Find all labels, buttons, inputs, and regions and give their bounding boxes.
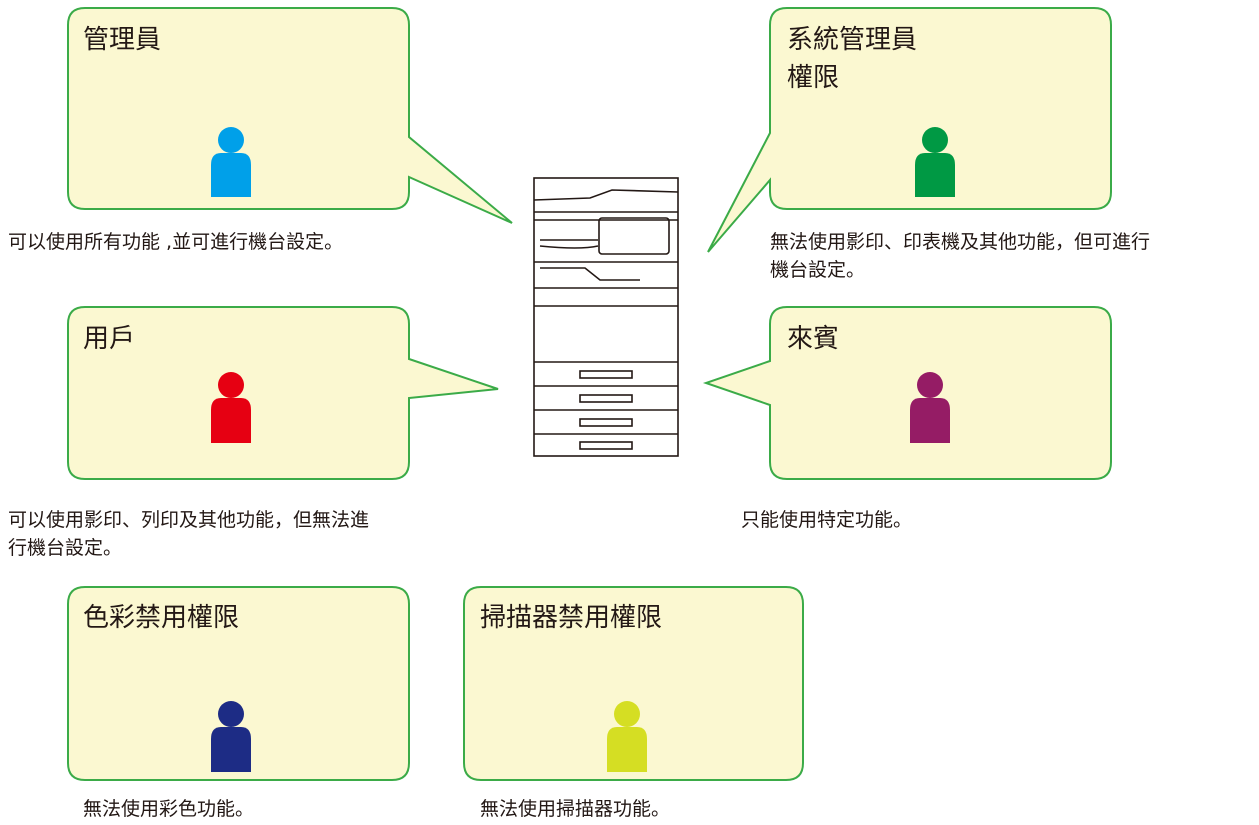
role-title-line: 用戶 xyxy=(83,324,136,354)
role-box-color-disabled xyxy=(67,586,410,781)
person-icon xyxy=(211,372,251,443)
role-description: 可以使用所有功能 ,並可進行機台設定。 xyxy=(8,228,343,256)
description-line: 機台設定。 xyxy=(770,259,866,281)
role-title: 用戶 xyxy=(83,320,135,358)
description-line: 無法使用彩色功能。 xyxy=(83,798,255,820)
description-line: 只能使用特定功能。 xyxy=(741,509,913,531)
role-title-line: 權限 xyxy=(787,63,840,93)
role-description: 只能使用特定功能。 xyxy=(741,506,912,534)
role-title-line: 來賓 xyxy=(787,324,840,354)
printer-icon xyxy=(533,177,679,457)
role-title-line: 色彩禁用權限 xyxy=(83,603,240,633)
role-box-admin xyxy=(67,7,513,224)
role-title: 色彩禁用權限 xyxy=(83,599,239,637)
person-icon xyxy=(607,701,647,772)
role-description: 無法使用掃描器功能。 xyxy=(480,795,670,823)
role-title: 掃描器禁用權限 xyxy=(480,599,662,637)
person-icon xyxy=(211,701,251,772)
role-title-line: 掃描器禁用權限 xyxy=(480,603,663,633)
description-line: 無法使用掃描器功能。 xyxy=(480,798,671,820)
description-line: 無法使用影印、印表機及其他功能，但可進行 xyxy=(770,231,1151,253)
role-title: 系統管理員 權限 xyxy=(787,21,917,97)
role-title: 管理員 xyxy=(83,21,161,59)
description-line: 可以使用影印、列印及其他功能，但無法進 xyxy=(8,509,370,531)
role-description: 可以使用影印、列印及其他功能，但無法進 行機台設定。 xyxy=(8,506,369,562)
role-title: 來賓 xyxy=(787,320,839,358)
description-line: 行機台設定。 xyxy=(8,537,123,559)
role-box-guest xyxy=(702,306,1112,480)
role-description: 無法使用影印、印表機及其他功能，但可進行 機台設定。 xyxy=(770,228,1150,284)
role-box-user xyxy=(67,306,499,480)
person-icon xyxy=(211,127,251,197)
person-icon xyxy=(910,372,950,443)
person-icon xyxy=(915,127,955,197)
role-box-system-admin xyxy=(707,7,1112,253)
role-box-scanner-disabled xyxy=(463,586,804,781)
role-title-line: 管理員 xyxy=(83,25,162,55)
description-line: 可以使用所有功能 ,並可進行機台設定。 xyxy=(8,231,344,253)
role-description: 無法使用彩色功能。 xyxy=(83,795,254,823)
role-title-line: 系統管理員 xyxy=(787,25,918,55)
